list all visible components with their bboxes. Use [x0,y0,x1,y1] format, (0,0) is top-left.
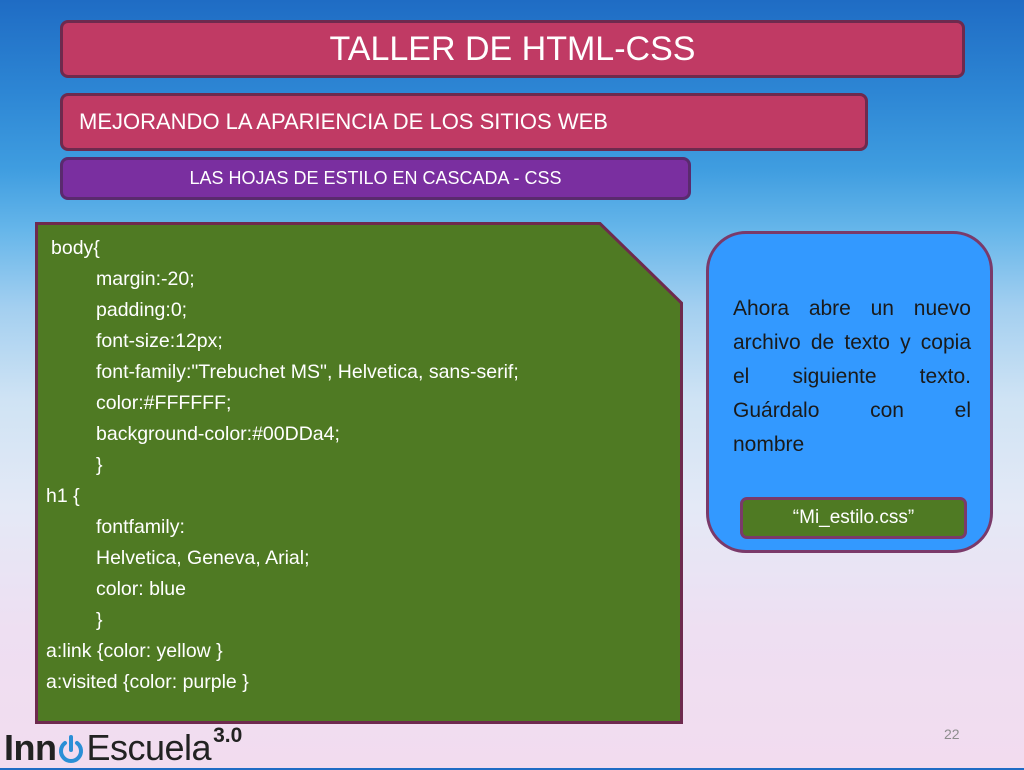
code-line: margin:-20; [96,268,195,290]
filename-badge: “Mi_estilo.css” [740,497,967,539]
code-line: a:visited {color: purple } [46,671,249,693]
code-line: fontfamily: [96,516,185,538]
instruction-text: Ahora abre un nuevo archivo de texto y c… [733,292,971,462]
page-number: 22 [944,726,960,742]
logo-text-inn: Inn [4,727,57,768]
code-line: font-family:"Trebuchet MS", Helvetica, s… [96,361,519,383]
slide-title: TALLER DE HTML-CSS [60,20,965,78]
css-code-box: body{ margin:-20; padding:0; font-size:1… [35,222,683,724]
slide-subtitle-text: MEJORANDO LA APARIENCIA DE LOS SITIOS WE… [79,109,608,134]
section-heading-text: LAS HOJAS DE ESTILO EN CASCADA - CSS [189,168,562,188]
instruction-text-main: Ahora abre un nuevo archivo de texto y c… [733,297,971,422]
code-line: color:#FFFFFF; [96,392,232,414]
code-line: font-size:12px; [96,330,223,352]
code-line: padding:0; [96,299,188,321]
logo-version: 3.0 [213,724,243,747]
innoescuela-logo: Inn Escuela 3.0 [4,722,242,768]
instruction-text-last: nombre [733,433,805,456]
slide-subtitle: MEJORANDO LA APARIENCIA DE LOS SITIOS WE… [60,93,868,151]
section-heading: LAS HOJAS DE ESTILO EN CASCADA - CSS [60,157,691,200]
code-line: background-color:#00DDa4; [96,423,340,445]
code-box-shape [35,222,683,724]
code-line: h1 { [46,485,80,507]
logo-text-escuela: Escuela [86,727,212,768]
code-line: a:link {color: yellow } [46,640,223,662]
filename-text: “Mi_estilo.css” [792,507,915,528]
code-line: Helvetica, Geneva, Arial; [96,547,310,569]
code-line: } [96,454,103,476]
code-line: } [96,609,103,631]
code-line: body{ [51,237,100,259]
instruction-bubble: Ahora abre un nuevo archivo de texto y c… [706,231,993,553]
power-icon [57,735,85,765]
code-line: color: blue [96,578,186,600]
slide-title-text: TALLER DE HTML-CSS [329,29,696,68]
